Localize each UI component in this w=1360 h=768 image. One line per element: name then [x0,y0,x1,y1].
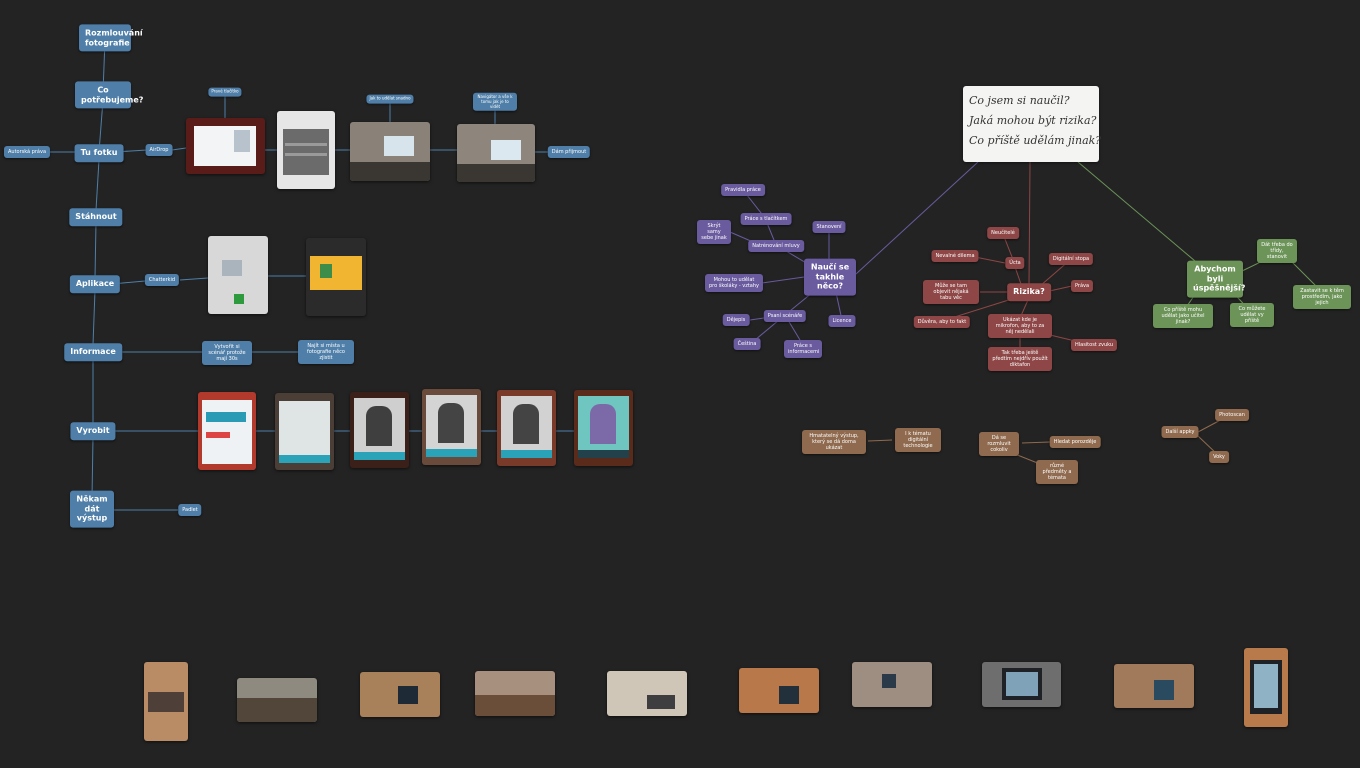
node-mohou-to-udelat[interactable]: Mohou to udělat pro školáky - vztahy [705,274,763,292]
node-hlasitost-zvuku[interactable]: Hlasitost zvuku [1070,339,1118,351]
node-co-pristi-mohu[interactable]: Co příště mohu udělat jako učitel jinak? [1153,304,1213,328]
phone-portrait-2[interactable] [422,389,481,465]
node-prace-s-tlacitkem[interactable]: Práce s tlačítkem [740,213,792,225]
photo-strip-6[interactable] [739,668,819,713]
node-natrenovani-mluvy[interactable]: Natrénování mluvy [748,240,804,252]
phone-chatterpix-camera[interactable] [275,393,334,470]
node-prave-tlacitko[interactable]: Pravé tlačítko [208,87,242,97]
whiteboard-line-2: Jaká mohou být rizika? [969,114,1097,127]
node-airdrop[interactable]: AirDrop [145,144,173,156]
node-co-potrebujeme[interactable]: Co potřebujeme? [75,81,143,109]
node-nauci-se[interactable]: Naučí se takhle něco? [804,258,856,296]
whiteboard-photo[interactable]: Co jsem si naučil? Jaká mohou být rizika… [963,86,1102,162]
node-ukazat-kde[interactable]: Ukázat kde je mikrofon, aby to za něj ne… [988,314,1052,338]
node-rizika[interactable]: Rizika? [1007,283,1051,301]
node-vytvorit-si-scenar[interactable]: Vytvořit si scénář protože mají 30s [202,341,252,365]
node-digitalni-stopa[interactable]: Digitální stopa [1048,253,1094,265]
phone-portrait-3[interactable] [497,390,556,466]
photo-strip-10[interactable] [1244,648,1288,727]
screenshot-share-menu[interactable] [186,118,265,174]
node-psani-scenare[interactable]: Psaní scénáře [763,310,807,322]
node-prace-s-informacemi[interactable]: Práce s informacemi [784,340,822,358]
node-tu-fotku[interactable]: Tu fotku [74,144,124,162]
node-abychom-byli[interactable]: Abychom byli úspěšnější? [1187,260,1245,298]
node-licence[interactable]: Licence [828,315,856,327]
node-dam-prijmout[interactable]: Dám přijmout [547,146,591,158]
node-cestina[interactable]: Čeština [733,338,761,350]
photo-strip-3[interactable] [360,672,440,717]
node-jak-to-udelat[interactable]: Jak to udělat snadno [366,94,414,104]
node-informace[interactable]: Informace [64,343,122,361]
node-ucta[interactable]: Úcta [1005,257,1025,269]
photo-strip-1[interactable] [144,662,188,741]
node-dejepis[interactable]: Dějepis [722,314,750,326]
photo-strip-9[interactable] [1114,664,1194,708]
node-vyrobit[interactable]: Vyrobit [70,422,116,440]
node-i-k-tematu[interactable]: I k tématu digitální technologie [895,428,941,452]
node-nekam-dat-vystup[interactable]: Někam dát výstup [70,490,114,528]
node-pravidla-prace[interactable]: Pravidla práce [721,184,765,196]
node-dat-treba-do-tridy[interactable]: Dát třeba do třídy, stanovit [1257,239,1297,263]
node-duvera[interactable]: Důvěra, aby to fakt [913,316,971,328]
node-stanoveni[interactable]: Stanovení [812,221,846,233]
node-navigator[interactable]: Navigátor a vše k tomu jak je to vidět [473,92,517,112]
node-tak-treba[interactable]: Tak třeba ještě předtím nejdřív použít d… [988,347,1052,371]
node-co-muzete[interactable]: Co můžete udělat vy příště [1230,303,1274,327]
photo-presentation-2[interactable] [457,124,535,182]
photo-strip-8[interactable] [982,662,1061,707]
whiteboard-line-1: Co jsem si naučil? [969,94,1070,107]
whiteboard-line-3: Co příště udělám jinak? [969,134,1102,147]
photo-strip-2[interactable] [237,678,317,722]
node-hmatatelny-vystup[interactable]: Hmatatelný výstup, který se dá doma ukáz… [802,430,866,454]
node-dalsi-appky[interactable]: Další appky [1161,426,1199,438]
phone-chatterpix-start[interactable] [198,392,256,470]
node-padlet[interactable]: Padlet [178,504,202,516]
photo-strip-7[interactable] [852,662,932,707]
node-nevalne-dilema[interactable]: Nevalné dilema [931,250,979,262]
phone-portrait-colored[interactable] [574,390,633,466]
node-hledat-porozdeje[interactable]: Hledat porozděje [1049,436,1101,448]
node-voky[interactable]: Voky [1209,451,1229,463]
screenshot-chatterkid-scene[interactable] [306,238,366,316]
node-rozmlouvani-fotografie[interactable]: Rozmlouvání fotografie [79,24,143,52]
node-photoscan[interactable]: Photoscan [1215,409,1249,421]
phone-portrait-1[interactable] [350,392,409,468]
node-chatterkid[interactable]: Chatterkid [144,274,180,286]
photo-strip-5[interactable] [607,671,687,716]
node-najit-si-mista[interactable]: Najít si místa u fotografie něco zjistit [298,340,354,364]
node-ruzne-predmety[interactable]: různé předměty a témata [1036,460,1078,484]
node-prava[interactable]: Práva [1070,280,1094,292]
photo-strip-4[interactable] [475,671,555,716]
node-stahnout[interactable]: Stáhnout [69,208,123,226]
node-autorska-prava[interactable]: Autorská práva [3,146,51,158]
node-muze-se-tam-objevit[interactable]: Může se tam objevit nějaká tabu věc [923,280,979,304]
node-skryt-samy[interactable]: Skrýt samy sebe jinak [697,220,731,244]
screenshot-chatterkid-app[interactable] [208,236,268,314]
screenshot-save-dialog[interactable] [277,111,335,189]
node-neuciti[interactable]: Neučitelé [987,227,1019,239]
node-zastavit-se[interactable]: Zastavit se k těm prostředím, jako jejic… [1293,285,1351,309]
node-da-se-rozmluvit[interactable]: Dá se rozmluvit cokoliv [979,432,1019,456]
photo-presentation-1[interactable] [350,122,430,181]
node-aplikace[interactable]: Aplikace [69,275,121,293]
